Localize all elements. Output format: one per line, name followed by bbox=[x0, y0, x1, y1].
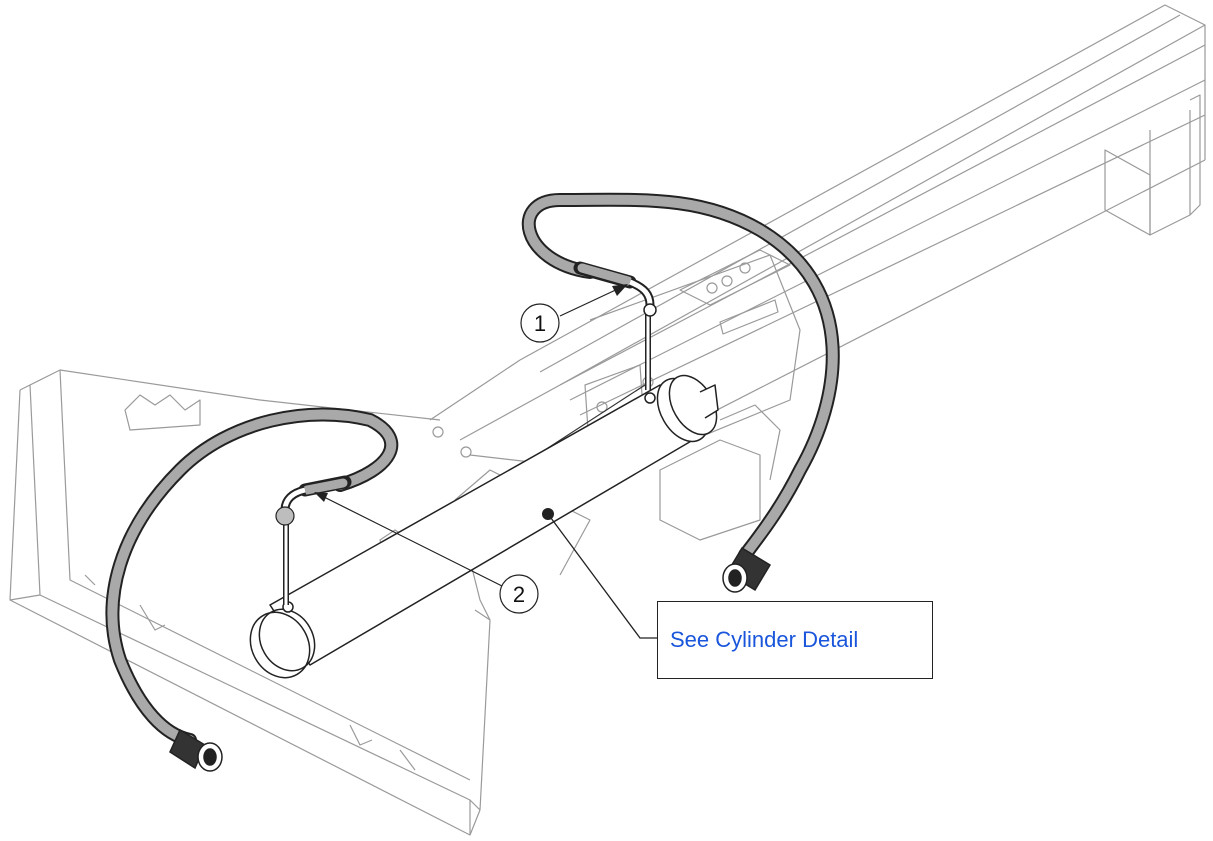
see-cylinder-detail-link[interactable]: See Cylinder Detail bbox=[670, 627, 859, 652]
detail-leader bbox=[542, 508, 657, 639]
hydraulic-cylinder-icon bbox=[249, 374, 719, 679]
callout-number: 1 bbox=[534, 311, 546, 336]
cylinder-detail-box: See Cylinder Detail bbox=[657, 601, 933, 679]
callout-1: 1 bbox=[520, 284, 628, 343]
hose-assembly-icon bbox=[521, 192, 840, 562]
quick-coupler-icon bbox=[722, 546, 772, 593]
hose-assembly-icon bbox=[105, 407, 399, 747]
bucket-frame bbox=[9, 369, 491, 836]
quick-coupler-icon bbox=[169, 728, 223, 772]
callout-number: 2 bbox=[513, 582, 525, 607]
callout-2: 2 bbox=[314, 492, 539, 614]
